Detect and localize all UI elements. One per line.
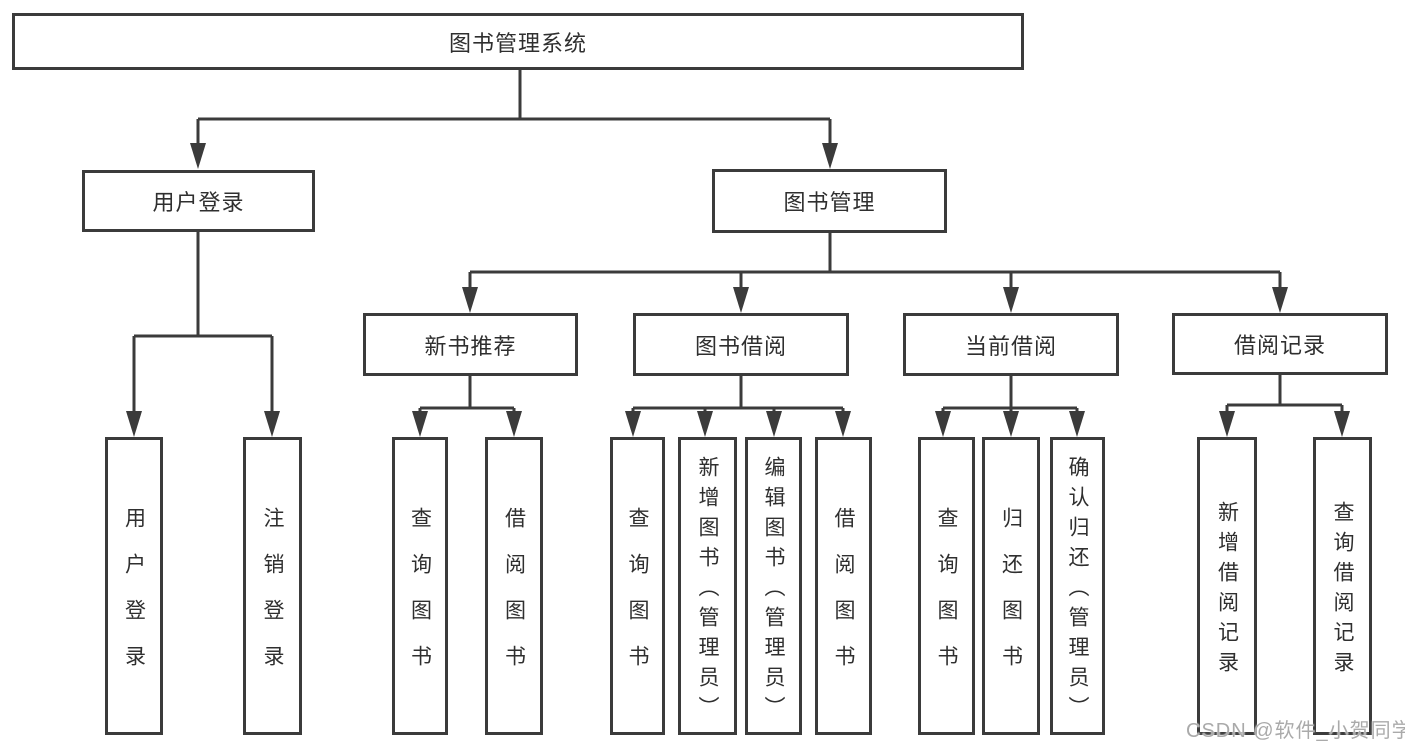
node-book-management: 图书管理 — [712, 169, 947, 233]
leaf-add-book-admin: 新增图书（管理员） — [678, 437, 737, 735]
leaf-label: 注销登录 — [261, 506, 284, 691]
node-user-login: 用户登录 — [82, 170, 315, 232]
leaf-label: 编辑图书（管理员） — [762, 455, 785, 726]
node-label: 用户登录 — [152, 190, 245, 215]
node-book-borrow: 图书借阅 — [633, 313, 849, 376]
leaf-label: 用户登录 — [122, 506, 146, 691]
leaf-borrow-books-recommend: 借阅图书 — [485, 437, 543, 735]
leaf-label: 新增图书（管理员） — [696, 455, 719, 726]
node-label: 图书借阅 — [694, 333, 787, 359]
node-label: 图书管理系统 — [448, 30, 587, 56]
leaf-label: 新增借阅记录 — [1215, 500, 1239, 681]
leaf-label: 借阅图书 — [832, 506, 855, 691]
leaf-label: 确认归还（管理员） — [1066, 455, 1089, 726]
leaf-label: 查询图书 — [935, 506, 958, 691]
node-label: 图书管理 — [783, 190, 876, 215]
leaf-query-books-recommend: 查询图书 — [392, 437, 448, 735]
node-library-management-system: 图书管理系统 — [12, 13, 1024, 70]
csdn-watermark: CSDN @软件_小贺同学 — [1186, 720, 1405, 742]
leaf-confirm-return-admin: 确认归还（管理员） — [1050, 437, 1105, 735]
node-label: 新书推荐 — [424, 333, 517, 359]
node-current-borrow: 当前借阅 — [903, 313, 1119, 376]
leaf-label: 查询图书 — [408, 506, 432, 691]
leaf-add-borrow-record: 新增借阅记录 — [1197, 437, 1257, 735]
node-borrow-records: 借阅记录 — [1172, 313, 1388, 375]
leaf-query-borrow-record: 查询借阅记录 — [1313, 437, 1372, 735]
node-label: 借阅记录 — [1233, 333, 1326, 358]
leaf-edit-book-admin: 编辑图书（管理员） — [745, 437, 802, 735]
leaf-label: 查询图书 — [626, 506, 649, 691]
node-label: 当前借阅 — [964, 333, 1057, 359]
leaf-logout: 注销登录 — [243, 437, 302, 735]
leaf-label: 查询借阅记录 — [1331, 500, 1354, 681]
node-new-book-recommend: 新书推荐 — [363, 313, 578, 376]
leaf-query-books-current: 查询图书 — [918, 437, 975, 735]
leaf-user-login: 用户登录 — [105, 437, 163, 735]
leaf-return-book: 归还图书 — [982, 437, 1040, 735]
leaf-query-books-borrow: 查询图书 — [610, 437, 665, 735]
leaf-label: 借阅图书 — [502, 506, 526, 691]
leaf-label: 归还图书 — [999, 506, 1023, 691]
leaf-borrow-books-borrow: 借阅图书 — [815, 437, 872, 735]
